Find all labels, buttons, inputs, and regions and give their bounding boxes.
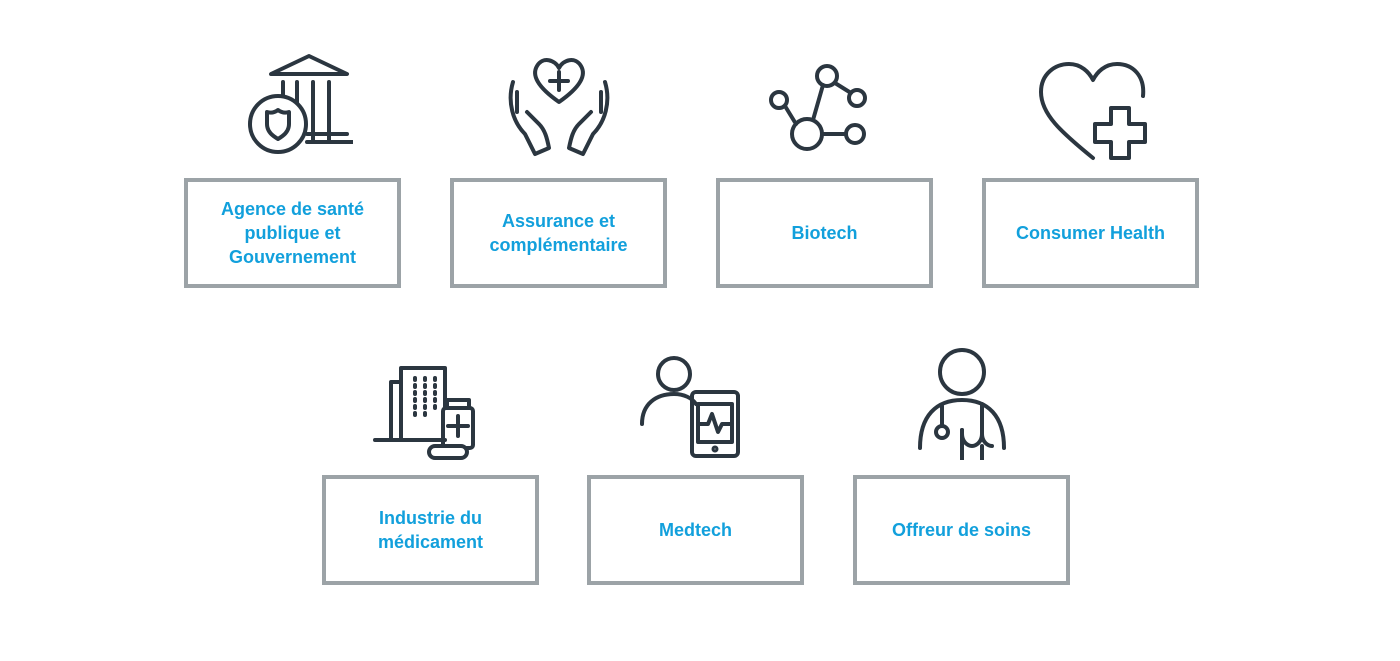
hands-heart-icon [499,52,619,164]
category-label: Industrie du médicament [377,508,484,552]
category-button[interactable]: Agence de santé publique et Gouvernement [184,178,401,288]
government-building-icon [233,52,359,164]
doctor-stethoscope-icon [902,348,1022,462]
molecule-icon [765,52,885,164]
category-label: Biotech [791,223,858,243]
category-button[interactable]: Biotech [716,178,933,288]
pharma-factory-icon [371,348,491,460]
category-label: Consumer Health [1015,223,1166,243]
category-button[interactable]: Industrie du médicament [322,475,539,585]
category-label: Assurance et complémentaire [489,211,628,255]
category-label: Agence de santé publique et Gouvernement [220,199,365,267]
category-button[interactable]: Consumer Health [982,178,1199,288]
category-label: Offreur de soins [891,520,1032,540]
person-tablet-icon [636,348,756,460]
category-button[interactable]: Offreur de soins [853,475,1070,585]
category-button[interactable]: Assurance et complémentaire [450,178,667,288]
category-button[interactable]: Medtech [587,475,804,585]
category-label: Medtech [658,520,732,540]
heart-plus-icon [1031,52,1151,164]
